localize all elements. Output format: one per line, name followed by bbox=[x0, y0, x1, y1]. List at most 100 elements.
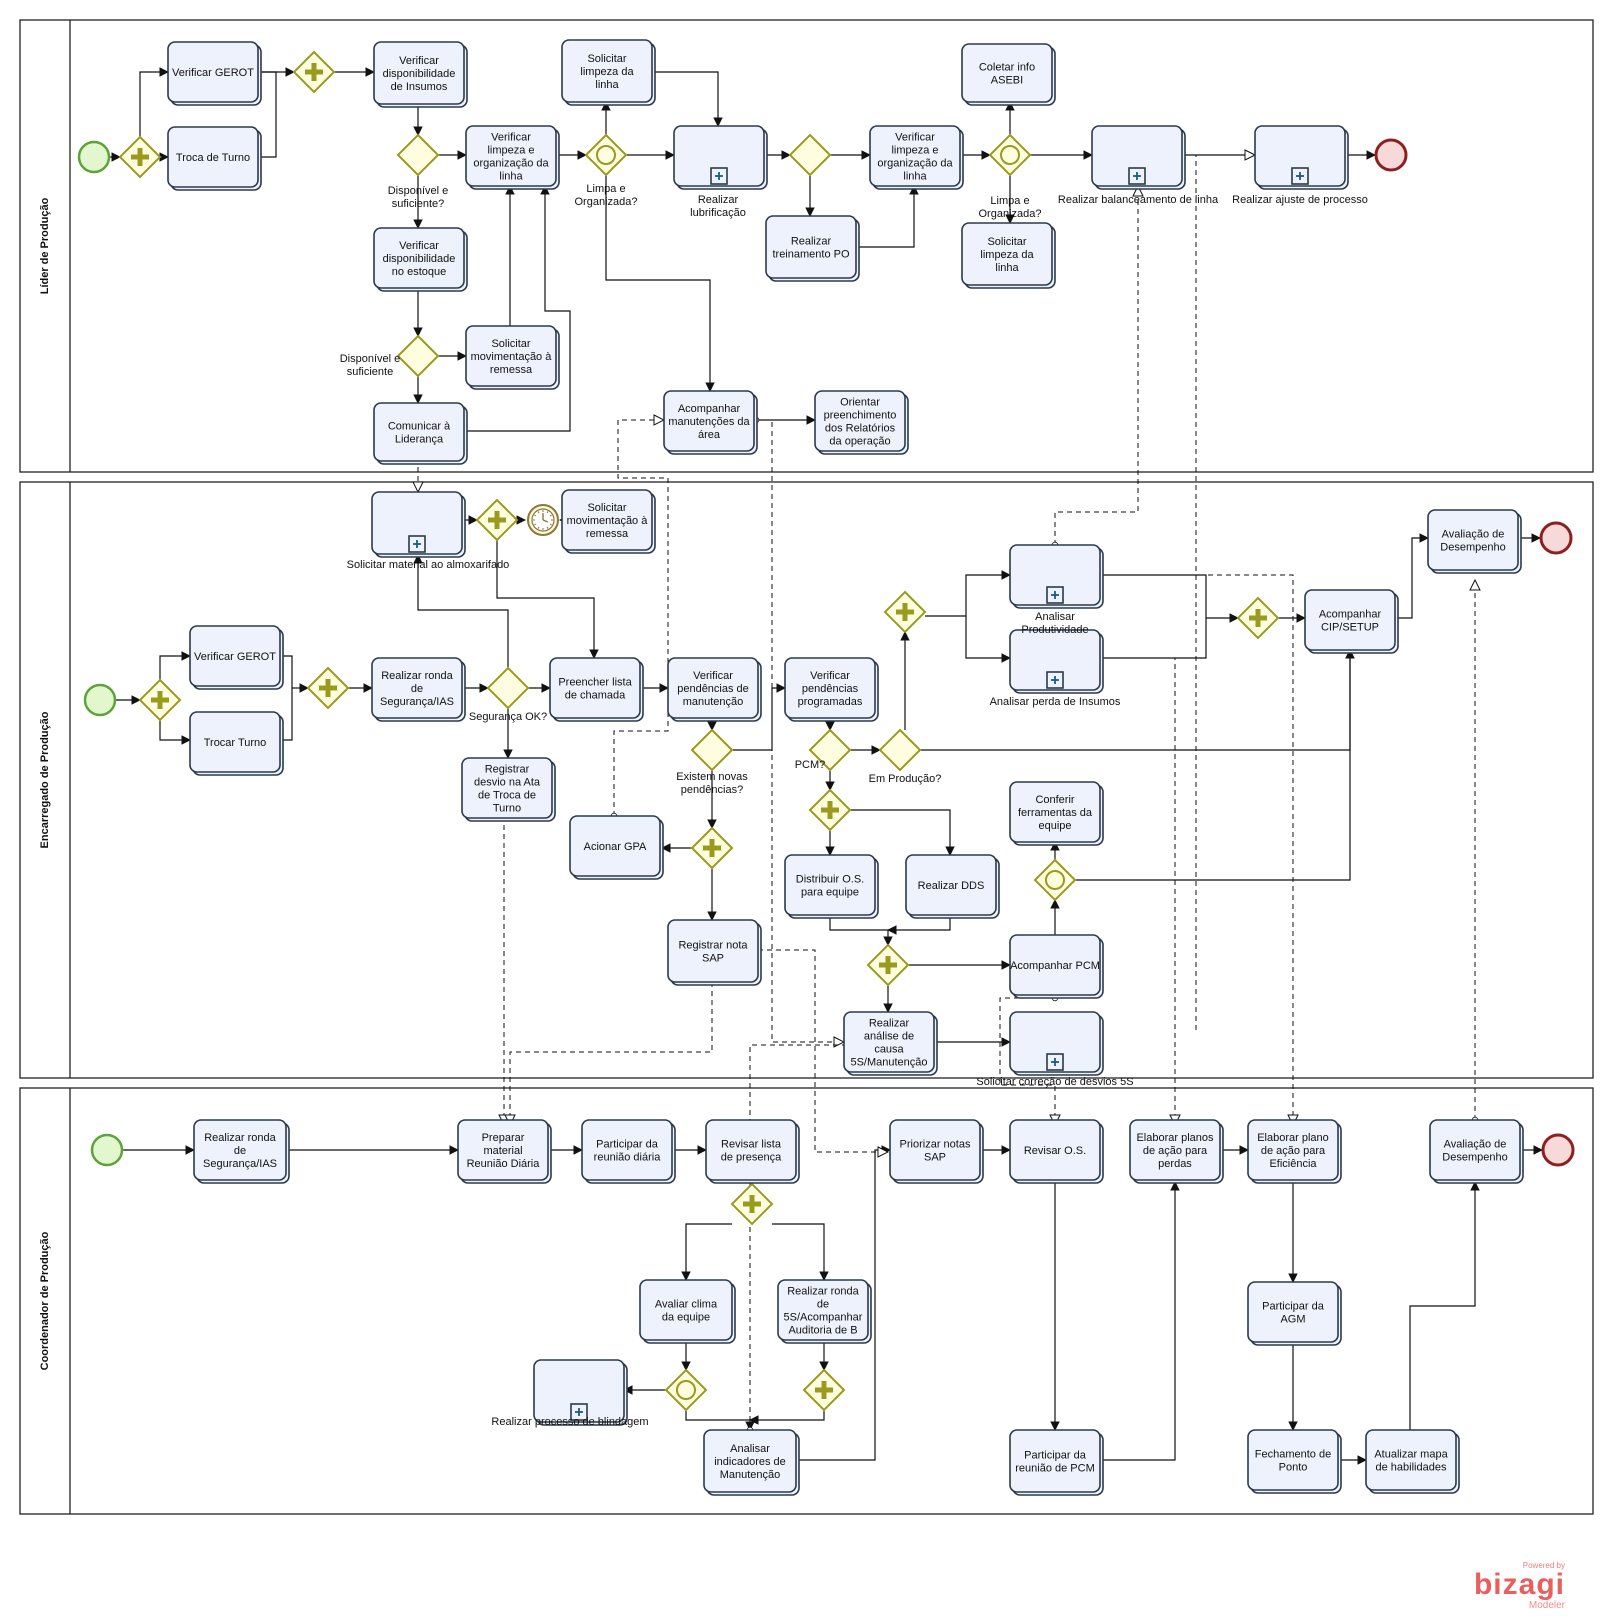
gateway-exclusive-icon bbox=[878, 728, 922, 772]
subprocess-plus-icon bbox=[570, 1403, 588, 1421]
task-t1[interactable]: Verificar GEROT bbox=[167, 41, 262, 106]
start-event-icon bbox=[90, 1133, 124, 1167]
task-t15[interactable] bbox=[1254, 125, 1349, 190]
task-t20[interactable] bbox=[371, 491, 466, 558]
task-t37[interactable] bbox=[1009, 544, 1104, 609]
gateway-exclusive-icon bbox=[396, 133, 440, 177]
gateway-inclusive-icon bbox=[988, 133, 1032, 177]
task-t56[interactable] bbox=[533, 1359, 628, 1426]
subprocess-plus-icon bbox=[1128, 167, 1146, 185]
task-t35[interactable]: Acompanhar PCM bbox=[1009, 934, 1104, 999]
start-event-icon bbox=[77, 140, 111, 174]
gateway-parallel-icon bbox=[475, 498, 519, 542]
task-t22[interactable]: Verificar GEROT bbox=[189, 625, 284, 690]
gateway-parallel-icon bbox=[802, 1368, 846, 1412]
task-t32[interactable]: Realizar DDS bbox=[905, 854, 1000, 919]
start-event-icon bbox=[83, 683, 117, 717]
events bbox=[77, 138, 1575, 1167]
task-t28[interactable]: Acionar GPA bbox=[569, 815, 664, 880]
gateway-parallel-icon bbox=[866, 943, 910, 987]
task-t14[interactable] bbox=[1091, 125, 1186, 190]
gateway-exclusive-icon bbox=[396, 334, 440, 378]
task-t31[interactable]: Distribuir O.S.para equipe bbox=[784, 854, 879, 919]
task-t2[interactable]: Troca de Turno bbox=[167, 126, 262, 191]
pool-label-encarregado: Encarregado de Produção bbox=[39, 711, 51, 848]
subprocess-plus-icon bbox=[1046, 671, 1064, 689]
task-t38[interactable] bbox=[1009, 629, 1104, 694]
task-t9[interactable] bbox=[673, 125, 768, 190]
task-label-t59: Revisar O.S. bbox=[1024, 1145, 1086, 1157]
brand-powered: Powered by bbox=[1522, 1561, 1565, 1570]
subprocess-plus-icon bbox=[1046, 1053, 1064, 1071]
task-t34[interactable] bbox=[1009, 1011, 1104, 1076]
task-t59[interactable]: Revisar O.S. bbox=[1009, 1119, 1104, 1184]
task-t23[interactable]: Trocar Turno bbox=[189, 711, 284, 776]
gateway-exclusive-icon bbox=[690, 728, 734, 772]
label-l7: Realizar ajuste de processo bbox=[1232, 194, 1368, 206]
subprocess-plus-icon bbox=[1046, 586, 1064, 604]
brand-sub: Modeler bbox=[1528, 1600, 1565, 1611]
end-event-icon bbox=[1374, 138, 1408, 172]
